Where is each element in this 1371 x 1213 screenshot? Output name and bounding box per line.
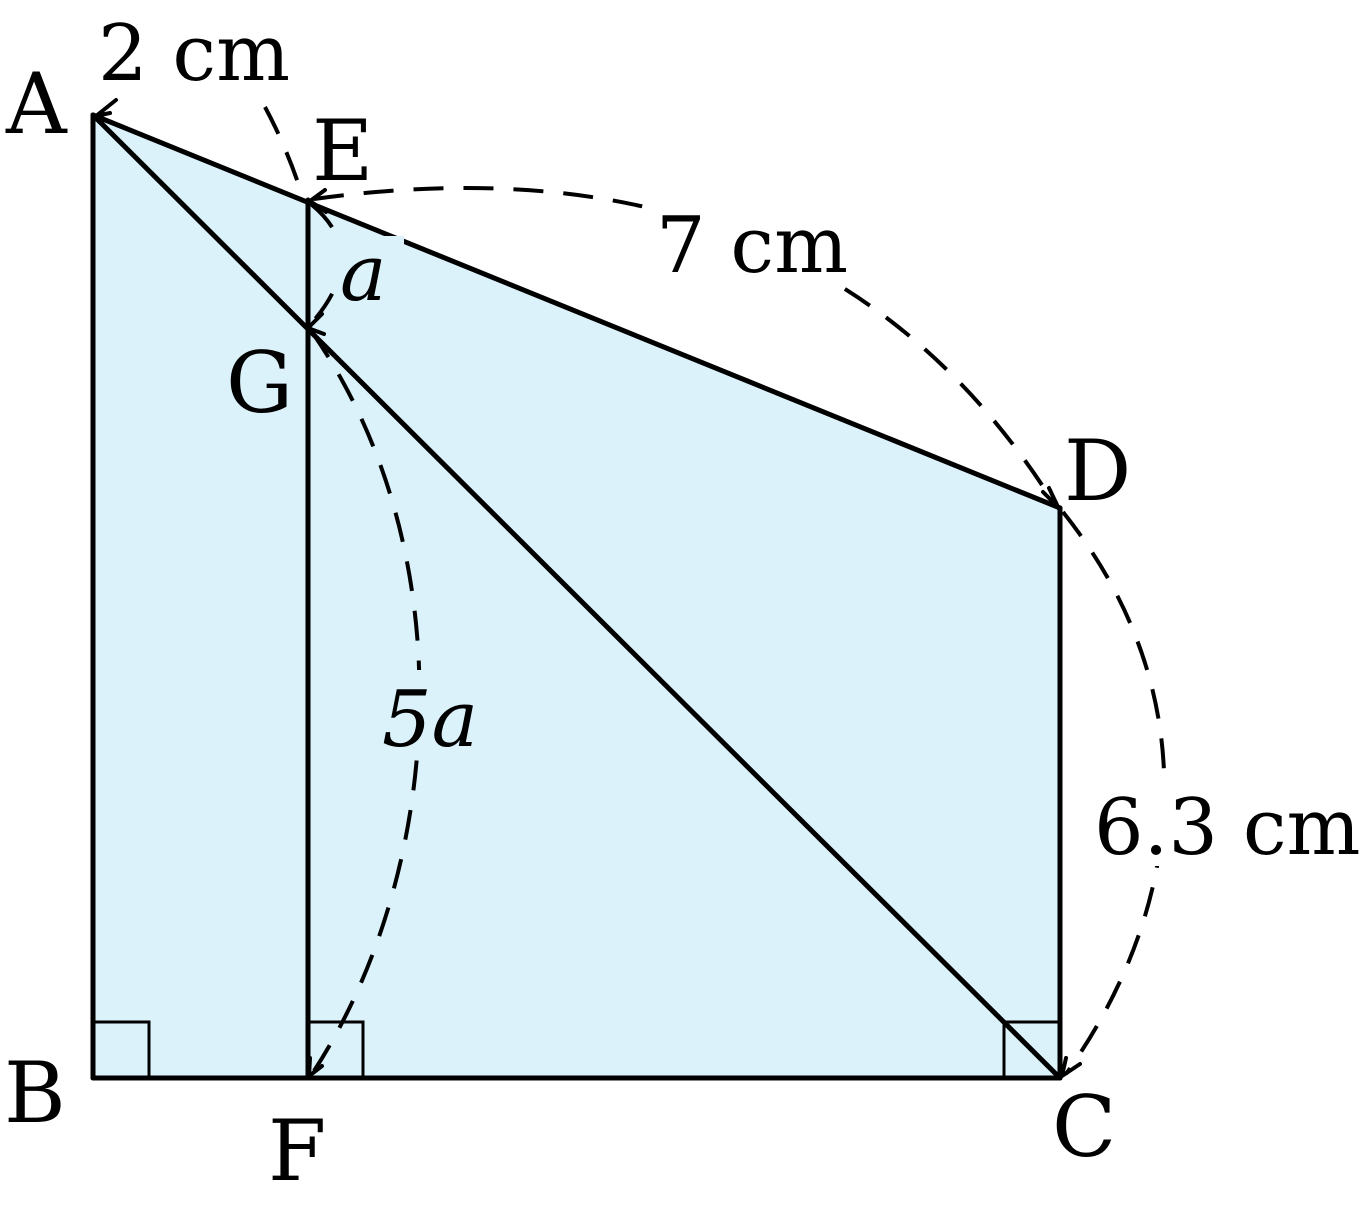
dimension-arc-ae: [263, 106, 305, 199]
segment-ad: [90, 112, 1063, 511]
label-mask-dc: [1090, 770, 1368, 866]
measure-label-gf: 5a: [382, 675, 478, 765]
point-label-f: F: [268, 1102, 326, 1200]
point-label-g: G: [226, 334, 293, 432]
label-mask-eg: [336, 236, 404, 308]
measure-label-dc: 6.3 cm: [1094, 783, 1361, 873]
point-label-b: B: [4, 1044, 66, 1142]
measure-label-ae: 2 cm: [98, 9, 290, 99]
right-angle-mark-b: [93, 1020, 151, 1078]
segment-ac: [90, 112, 1063, 1081]
point-label-c: C: [1052, 1078, 1116, 1176]
measure-label-eg: a: [340, 229, 387, 319]
point-label-a: A: [5, 55, 68, 153]
measure-label-ed: 7 cm: [656, 201, 848, 291]
point-label-d: D: [1064, 422, 1131, 520]
arrowhead-dc-at-c: [1060, 1056, 1082, 1078]
dimension-arc-ed: [313, 186, 1057, 507]
right-angle-mark-f: [308, 1020, 365, 1078]
point-label-e: E: [312, 102, 373, 200]
label-mask-gf: [378, 670, 496, 760]
arrowhead-ae-at-a: [94, 98, 118, 118]
label-mask-ed: [648, 196, 848, 284]
